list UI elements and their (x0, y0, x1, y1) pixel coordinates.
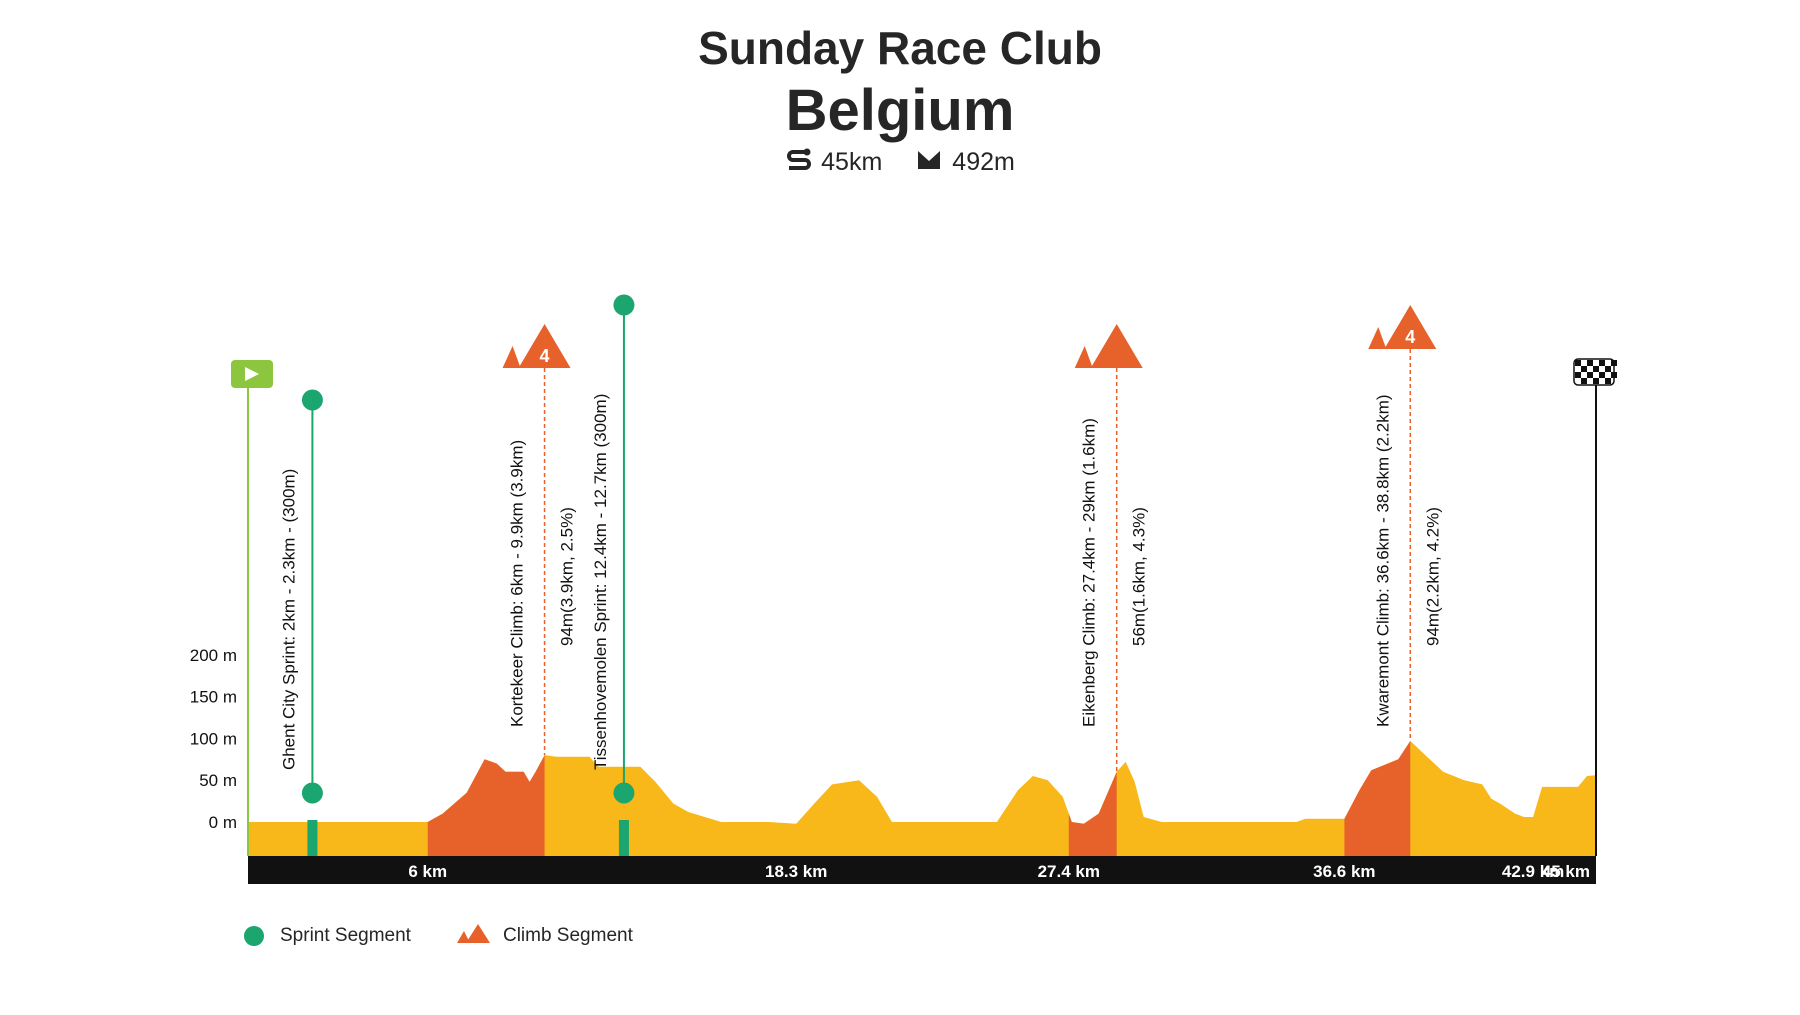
climb-peak-icon (518, 324, 571, 368)
climb-area-3 (1344, 740, 1411, 856)
x-tick-label: 36.6 km (1313, 862, 1375, 881)
y-tick-label: 0 m (209, 813, 237, 832)
climb-peak-icon (1384, 305, 1437, 349)
checker-square (1593, 378, 1599, 384)
route-icon (785, 146, 813, 179)
sprint-marker-bottom-1 (301, 782, 323, 804)
checker-square (1611, 360, 1617, 366)
climb-small-peak-icon (502, 346, 521, 368)
climb-small-peak-icon (1368, 327, 1387, 349)
legend-climb: Climb Segment (455, 922, 633, 950)
x-tick-label: 27.4 km (1038, 862, 1100, 881)
elevation-value: 492m (952, 148, 1015, 176)
climb-label-1: Kortekeer Climb: 6km - 9.9km (3.9km) (508, 440, 527, 727)
sprint-zone-1 (307, 820, 318, 856)
distance-stat: 45km (785, 146, 882, 179)
sprint-zone-2 (618, 820, 629, 856)
climb-stats-3: 94m(2.2km, 4.2%) (1423, 507, 1442, 646)
checker-square (1581, 378, 1587, 384)
sprint-marker-bottom-2 (613, 782, 635, 804)
sprint-label-1: Ghent City Sprint: 2km - 2.3km - (300m) (279, 469, 298, 770)
y-tick-label: 200 m (190, 646, 237, 665)
legend-sprint-label: Sprint Segment (280, 925, 411, 946)
checker-square (1575, 372, 1581, 378)
legend-sprint: Sprint Segment (244, 925, 411, 947)
route-title: Belgium (785, 78, 1015, 143)
sprint-marker-top-2 (613, 294, 635, 316)
climb-label-3: Kwaremont Climb: 36.6km - 38.8km (2.2km) (1373, 394, 1392, 727)
chart-header: Sunday Race Club Belgium (0, 18, 1800, 144)
elevation-stat: 492m (916, 146, 1015, 179)
route-stats: 45km 492m (0, 146, 1800, 179)
checker-square (1611, 372, 1617, 378)
sprint-label-2: Tissenhovemolen Sprint: 12.4km - 12.7km … (591, 394, 610, 770)
checker-square (1599, 360, 1605, 366)
legend: Sprint Segment Climb Segment (244, 922, 677, 950)
play-triangle-icon (245, 367, 259, 381)
x-tick-label: 18.3 km (765, 862, 827, 881)
checker-square (1581, 366, 1587, 372)
checker-square (1587, 372, 1593, 378)
distance-value: 45km (821, 148, 883, 176)
checker-square (1593, 366, 1599, 372)
climb-stats-1: 94m(3.9km, 2.5%) (558, 507, 577, 646)
climb-label-2: Eikenberg Climb: 27.4km - 29km (1.6km) (1080, 418, 1099, 727)
x-tick-label: 6 km (408, 862, 447, 881)
checker-square (1599, 372, 1605, 378)
y-tick-label: 50 m (199, 771, 237, 790)
climb-category-3: 4 (1405, 327, 1415, 347)
mountain-icon (916, 147, 944, 178)
climb-marker-icon (455, 922, 495, 950)
climb-category-1: 4 (540, 346, 550, 366)
terrain-area (248, 740, 1596, 856)
checker-square (1605, 378, 1611, 384)
climb-stats-2: 56m(1.6km, 4.3%) (1130, 507, 1149, 646)
x-axis-bar (248, 856, 1596, 884)
checker-square (1575, 360, 1581, 366)
climb-peak-icon (1090, 324, 1143, 368)
climb-small-peak-icon (1074, 346, 1093, 368)
x-tick-label: 42.9 km (1502, 862, 1564, 881)
club-title: Sunday Race Club (698, 22, 1102, 74)
x-tick-label: 45 km (1542, 862, 1590, 881)
climb-area-2 (1068, 771, 1117, 856)
sprint-marker-top-1 (301, 389, 323, 411)
checker-square (1605, 366, 1611, 372)
checker-square (1587, 360, 1593, 366)
y-tick-label: 100 m (190, 729, 237, 748)
sprint-marker-icon (244, 926, 264, 946)
y-tick-label: 150 m (190, 688, 237, 707)
legend-climb-label: Climb Segment (502, 925, 633, 946)
climb-area-1 (427, 755, 545, 856)
